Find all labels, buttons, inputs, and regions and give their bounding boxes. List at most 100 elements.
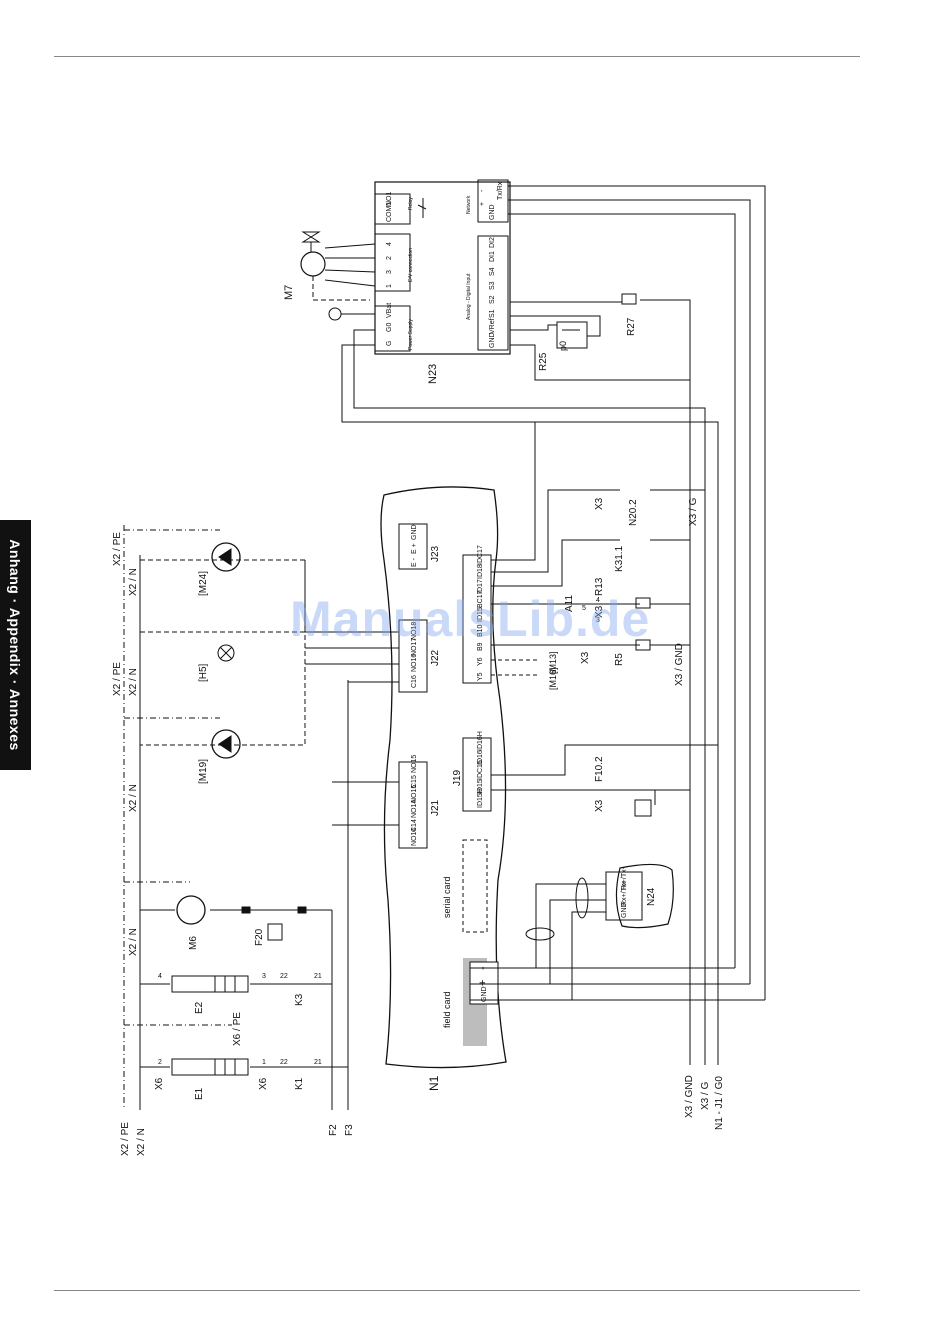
label-e1: E1 bbox=[194, 1087, 205, 1100]
header-rule bbox=[54, 56, 860, 57]
n23-term-g0: G0 bbox=[386, 323, 393, 332]
label-x6-b: X6 bbox=[258, 1077, 269, 1090]
motor-m6 bbox=[176, 895, 307, 941]
n23-term-s2: S2 bbox=[489, 295, 496, 304]
j20-term-y6: Y6 bbox=[477, 657, 484, 666]
pin-3-x3: 3 bbox=[596, 617, 600, 624]
label-x3-d: X3 bbox=[594, 799, 605, 812]
n23-power-label: Power Supply bbox=[408, 319, 414, 350]
field-term-gnd: GND bbox=[481, 986, 488, 1002]
j21-term-3: NO15 bbox=[411, 785, 418, 803]
j20-term-y5: Y5 bbox=[477, 672, 484, 681]
n23-term-no1: NO1 bbox=[386, 192, 393, 207]
label-bottom-x2pe: X2 / PE bbox=[120, 1122, 131, 1156]
label-m19: [M19] bbox=[198, 759, 209, 784]
pump-m19 bbox=[211, 729, 241, 759]
j19-term-id16: ID16 bbox=[477, 750, 484, 765]
n23-controller bbox=[374, 179, 511, 355]
n23-network-label: Network bbox=[466, 195, 472, 214]
label-bottom-x3gnd: X3 / GND bbox=[684, 1075, 695, 1118]
field-term-minus: - bbox=[477, 966, 489, 970]
heater-e2 bbox=[171, 975, 249, 993]
n1-terminal-labels: GND E + E - C16 NO16 NO17 NO18 NO14 C14 … bbox=[411, 524, 628, 1002]
j20-term-id17: ID17 bbox=[477, 579, 484, 594]
n23-term-nplus: + bbox=[479, 202, 486, 206]
j19-term-id15h: ID15H bbox=[477, 788, 484, 808]
label-x2-pe-mid: X2 / PE bbox=[112, 662, 123, 696]
n23-term-ev4: 4 bbox=[386, 242, 393, 246]
pin-numbers: 1 2 3 4 21 22 21 22 3 4 5 bbox=[158, 597, 600, 1066]
j21-term-0: NO14 bbox=[411, 828, 418, 846]
network-bus bbox=[341, 185, 766, 1065]
label-serial-card: serial card bbox=[442, 876, 452, 918]
n23-term-ngnd: GND bbox=[489, 204, 496, 220]
label-x2-n-mid: X2 / N bbox=[128, 668, 139, 696]
pin-3: 3 bbox=[262, 973, 266, 980]
n23-term-agnd: GND bbox=[489, 332, 496, 348]
j20-term-id15: ID15 bbox=[477, 607, 484, 622]
label-m6: M6 bbox=[188, 936, 199, 950]
n23-term-ev2: 2 bbox=[386, 256, 393, 260]
n23-term-vbat: VBat bbox=[386, 303, 393, 318]
label-bottom-x2n: X2 / N bbox=[136, 1128, 147, 1156]
n24-term-gnd: GND bbox=[621, 902, 628, 918]
label-x2-n-b: X2 / N bbox=[128, 928, 139, 956]
watermark: ManualsLib.de bbox=[290, 591, 651, 647]
label-x3-c: X3 bbox=[580, 651, 591, 664]
label-n23: N23 bbox=[427, 364, 439, 384]
j20-term-bc17: BC17 bbox=[477, 590, 484, 608]
label-x6-a: X6 bbox=[154, 1077, 165, 1090]
label-h5: [H5] bbox=[198, 663, 209, 682]
label-bottom-f3: F3 bbox=[344, 1124, 355, 1136]
label-j22: J22 bbox=[430, 649, 441, 666]
label-a11: A11 bbox=[564, 595, 575, 612]
n23-term-di1: DI1 bbox=[489, 251, 496, 262]
label-x2-n-top: X2 / N bbox=[128, 568, 139, 596]
label-j19: J19 bbox=[452, 769, 463, 786]
j23-term-eminus: E - bbox=[411, 557, 418, 567]
n23-term-g: G bbox=[386, 341, 393, 346]
n23-term-di2: DI2 bbox=[489, 237, 496, 248]
pin-21-k1: 21 bbox=[314, 1059, 322, 1066]
n23-relay-label: Relay bbox=[408, 197, 414, 210]
heater-e1 bbox=[171, 1058, 249, 1076]
label-r5: R5 bbox=[614, 653, 625, 666]
n23-term-s4: S4 bbox=[489, 267, 496, 276]
label-m24: [M24] bbox=[198, 571, 209, 596]
label-n24: N24 bbox=[646, 887, 657, 906]
j21-term-4: C15 bbox=[411, 775, 418, 788]
label-r25: R25 bbox=[538, 352, 549, 371]
label-e2: E2 bbox=[194, 1001, 205, 1014]
m7-motor bbox=[300, 231, 376, 321]
n23-terminal-labels: G G0 VBat Power Supply 1 3 2 4 E²V conne… bbox=[386, 181, 504, 350]
j20-term-idc17: IDC17 bbox=[477, 545, 484, 565]
j21-term-1: C14 bbox=[411, 819, 418, 832]
n23-term-txrx: Tx/Rx bbox=[497, 181, 504, 200]
j20-term-b9: B9 bbox=[477, 642, 484, 651]
field-term-plus: + bbox=[477, 980, 489, 986]
label-f10-2: F10.2 bbox=[594, 756, 605, 782]
label-bottom-n1j1: N1 - J1 / G0 bbox=[714, 1076, 725, 1130]
label-n20-2: N20.2 bbox=[628, 499, 639, 526]
label-m13: [M13] bbox=[548, 651, 558, 674]
j21-term-5: NO15 bbox=[411, 755, 418, 773]
j21-term-2: NO14 bbox=[411, 800, 418, 818]
label-m7: M7 bbox=[283, 285, 295, 300]
n23-term-ev1: 1 bbox=[386, 284, 393, 288]
r25-sensor bbox=[510, 293, 691, 381]
j22-term-no17: NO17 bbox=[411, 638, 418, 656]
n23-ev-label: E²V connection bbox=[408, 248, 414, 282]
pin-21-k3: 21 bbox=[314, 973, 322, 980]
label-k1: K1 bbox=[294, 1077, 305, 1090]
label-x3-gnd: X3 / GND bbox=[674, 643, 685, 686]
n23-term-nminus: - bbox=[479, 189, 486, 192]
n24-term-rxm: Rx-/Tx- bbox=[621, 866, 628, 890]
power-rails bbox=[123, 525, 399, 1110]
pin-5-x3: 5 bbox=[582, 605, 586, 612]
label-r13: R13 bbox=[594, 577, 605, 596]
label-x3-b: X3 bbox=[594, 605, 605, 618]
j20-term-b10: B10 bbox=[477, 624, 484, 637]
pin-4-x3: 4 bbox=[596, 597, 600, 604]
j19-term-id15: ID15 bbox=[477, 779, 484, 794]
